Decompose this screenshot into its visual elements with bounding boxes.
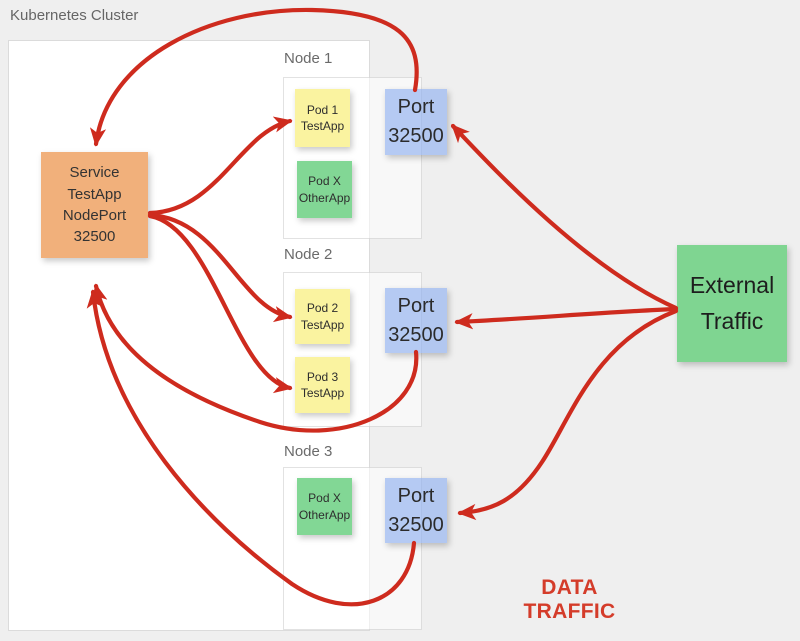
node2-port-box: Port 32500 bbox=[385, 288, 447, 353]
port-label: Port bbox=[397, 294, 435, 317]
node3-port-box: Port 32500 bbox=[385, 478, 447, 543]
pod-name: Pod X bbox=[308, 491, 341, 506]
port-number: 32500 bbox=[388, 513, 444, 536]
node2-pod2-testapp: Pod 2 TestApp bbox=[295, 289, 350, 344]
service-line: Service bbox=[69, 164, 120, 182]
node1-podx-otherapp: Pod X OtherApp bbox=[297, 161, 352, 218]
service-line: NodePort bbox=[62, 207, 127, 224]
pod-app: TestApp bbox=[300, 119, 345, 133]
pod-app: OtherApp bbox=[298, 190, 351, 205]
pod-app: TestApp bbox=[300, 317, 345, 332]
external-traffic-box: External Traffic bbox=[677, 245, 787, 362]
pod-name: Pod X bbox=[308, 174, 341, 189]
external-line: Traffic bbox=[700, 307, 764, 334]
pod-name: Pod 1 bbox=[306, 102, 339, 117]
service-nodeport-box: Service TestApp NodePort 32500 bbox=[41, 152, 148, 258]
node1-port-box: Port 32500 bbox=[385, 89, 447, 155]
node2-label: Node 2 bbox=[284, 246, 333, 263]
cluster-title: Kubernetes Cluster bbox=[10, 7, 139, 24]
service-line: TestApp bbox=[67, 185, 122, 203]
node1-label: Node 1 bbox=[284, 50, 333, 67]
port-number: 32500 bbox=[388, 125, 444, 147]
port-label: Port bbox=[397, 96, 435, 118]
node3-label: Node 3 bbox=[284, 443, 333, 460]
pod-app: OtherApp bbox=[298, 507, 351, 522]
service-line: 32500 bbox=[73, 228, 116, 246]
node2-pod3-testapp: Pod 3 TestApp bbox=[295, 357, 350, 413]
pod-name: Pod 2 bbox=[306, 301, 339, 316]
arrow-external-to-port1 bbox=[450, 123, 679, 311]
pod-app: TestApp bbox=[300, 386, 345, 400]
external-line: External bbox=[689, 271, 775, 298]
port-label: Port bbox=[397, 484, 435, 507]
arrow-external-to-port3 bbox=[457, 308, 679, 521]
port-number: 32500 bbox=[388, 323, 444, 346]
node3-podx-otherapp: Pod X OtherApp bbox=[297, 478, 352, 535]
pod-name: Pod 3 bbox=[306, 369, 339, 384]
node1-pod1-testapp: Pod 1 TestApp bbox=[295, 89, 350, 147]
arrow-external-to-port2 bbox=[454, 306, 679, 330]
data-traffic-caption: DATA TRAFFIC bbox=[523, 576, 616, 623]
